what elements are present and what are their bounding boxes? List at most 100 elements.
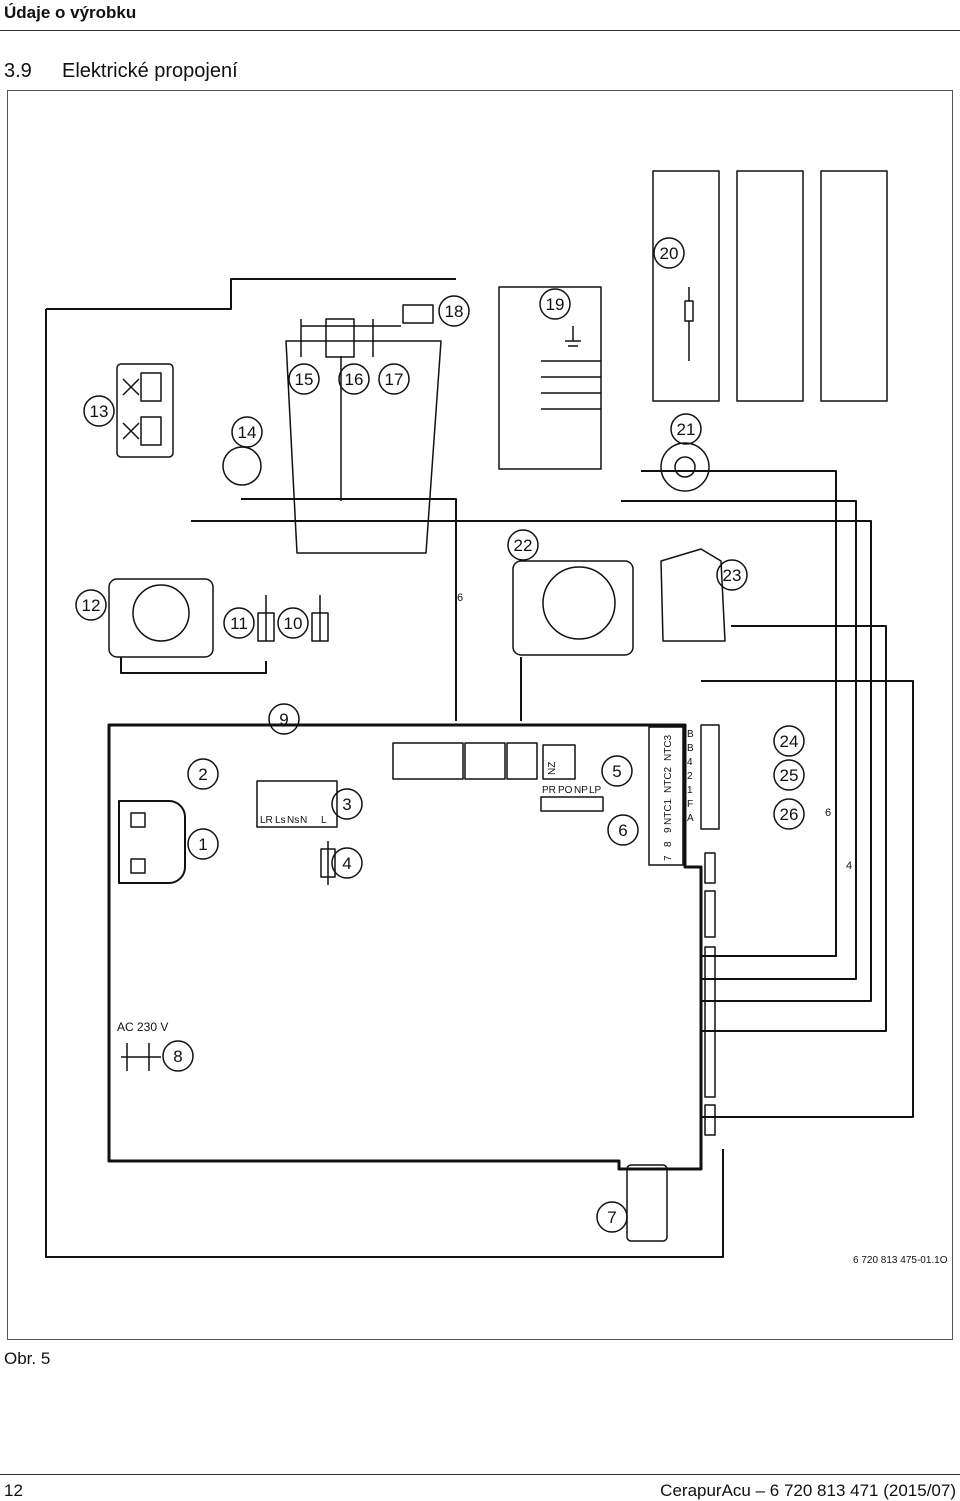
ntc-connector-column: [648, 726, 684, 866]
harness-3: [120, 657, 267, 674]
callout-19: [539, 288, 571, 320]
callout-label-22: 22: [514, 536, 533, 555]
bus-label-2: 2: [687, 771, 693, 782]
page-header: Údaje o výrobku: [0, 0, 960, 31]
callout-label-1: 1: [198, 835, 207, 854]
terminal-label-n: N: [300, 815, 307, 826]
terminal-label-ls: Ls: [275, 815, 286, 826]
edge-connector-1: [704, 852, 716, 884]
ntc-label-3: NTC3: [663, 734, 674, 761]
wiring-diagram: 1 2 3 4 5 6 7 8 9 10 11 12 13 14 15 16 1…: [45, 170, 948, 1266]
pump-22: [512, 560, 634, 656]
edge-connector-2: [704, 890, 716, 938]
ntc-label-1: NTC1: [663, 798, 674, 825]
callout-2: [187, 758, 219, 790]
main-wire-top: [46, 278, 456, 310]
pump-23: [660, 548, 726, 642]
callout-label-14: 14: [238, 423, 257, 442]
callout-11: [223, 607, 255, 639]
callout-label-8: 8: [173, 1047, 182, 1066]
fan-coil: [541, 360, 601, 410]
callout-label-9: 9: [279, 710, 288, 729]
service-key-7: [626, 1164, 668, 1242]
outer-wire-loop: [45, 309, 724, 1258]
callout-label-3: 3: [342, 795, 351, 814]
callout-10: [277, 607, 309, 639]
burner-electrodes: [300, 319, 374, 501]
callout-7: [596, 1201, 628, 1233]
header-title: Údaje o výrobku: [4, 3, 137, 22]
mains-switch-8: [121, 1043, 161, 1071]
component-18-body: [402, 304, 434, 324]
control-board: [107, 723, 703, 1171]
voltage-label: AC 230 V: [117, 1020, 168, 1034]
harness-5: [621, 500, 857, 980]
callout-1: [187, 828, 219, 860]
ntc-number-7: 7: [663, 855, 674, 861]
terminal-label-l: L: [321, 815, 327, 826]
wire-count-pump: 6: [457, 592, 463, 604]
callout-label-26: 26: [780, 805, 799, 824]
wire-count-bus: 6: [825, 807, 831, 819]
drawing-code: 6 720 813 475-01.1O: [853, 1255, 948, 1266]
callouts: [75, 237, 805, 1233]
callout-24: [773, 725, 805, 757]
terminal-label-ns: Ns: [287, 815, 299, 826]
burner-housing: [285, 340, 442, 554]
callout-8: [162, 1040, 194, 1072]
solenoid-valve-block: [116, 363, 174, 458]
pump-label-pr: PR: [542, 785, 556, 796]
mains-connector-1: [118, 800, 186, 884]
pump-label-lp: LP: [589, 785, 602, 796]
callout-14: [231, 416, 263, 448]
pump-labels: PR PO NP LP: [542, 785, 602, 796]
figure-caption: Obr. 5: [4, 1349, 51, 1368]
callout-label-16: 16: [345, 370, 364, 389]
nz-connector: [542, 744, 576, 780]
pump-label-po: PO: [558, 785, 573, 796]
solenoid-valve-1: [122, 372, 162, 402]
connector-block-1: [392, 742, 464, 780]
callout-numbers: 1 2 3 4 5 6 7 8 9 10 11 12 13 14 15 16 1…: [82, 244, 799, 1227]
callout-label-25: 25: [780, 766, 799, 785]
bus-label-4: 4: [687, 757, 693, 768]
callout-23: [716, 559, 748, 591]
callout-label-12: 12: [82, 596, 101, 615]
section-number: 3.9: [4, 60, 32, 82]
callout-label-5: 5: [612, 762, 621, 781]
callout-label-18: 18: [445, 302, 464, 321]
pump-12: [108, 578, 214, 658]
connector-block-2: [464, 742, 506, 780]
bus-label-f: F: [687, 799, 693, 810]
connector-block-3: [506, 742, 538, 780]
callout-label-21: 21: [677, 420, 696, 439]
harness-8: [701, 625, 887, 1032]
page-footer: 12 CerapurAcu – 6 720 813 471 (2015/07): [0, 1474, 960, 1501]
callout-20: [653, 237, 685, 269]
section-heading: 3.9 Elektrické propojení: [4, 60, 238, 83]
heat-exchanger-block-1: [652, 170, 720, 402]
callout-15: [288, 363, 320, 395]
harness-2: [241, 498, 457, 721]
callout-label-4: 4: [342, 854, 351, 873]
callout-label-6: 6: [618, 821, 627, 840]
bus-label-b1: B: [687, 729, 694, 740]
section-title: Elektrické propojení: [62, 60, 238, 82]
sensor-probe-20: [684, 287, 694, 361]
pump-relay-block: [540, 796, 604, 812]
callout-18: [438, 295, 470, 327]
callout-label-7: 7: [607, 1208, 616, 1227]
callout-label-11: 11: [230, 614, 248, 633]
callout-6: [607, 814, 639, 846]
callout-17: [378, 363, 410, 395]
callout-25: [773, 759, 805, 791]
callout-label-19: 19: [546, 295, 565, 314]
callout-9: [268, 703, 300, 735]
nz-label: NZ: [547, 762, 558, 775]
callout-label-17: 17: [385, 370, 404, 389]
callout-13: [83, 395, 115, 427]
ntc-label-2: NTC2: [663, 766, 674, 793]
callout-26: [773, 798, 805, 830]
footer-document-id: CerapurAcu – 6 720 813 471 (2015/07): [660, 1481, 956, 1500]
fan-ground: [565, 326, 581, 347]
